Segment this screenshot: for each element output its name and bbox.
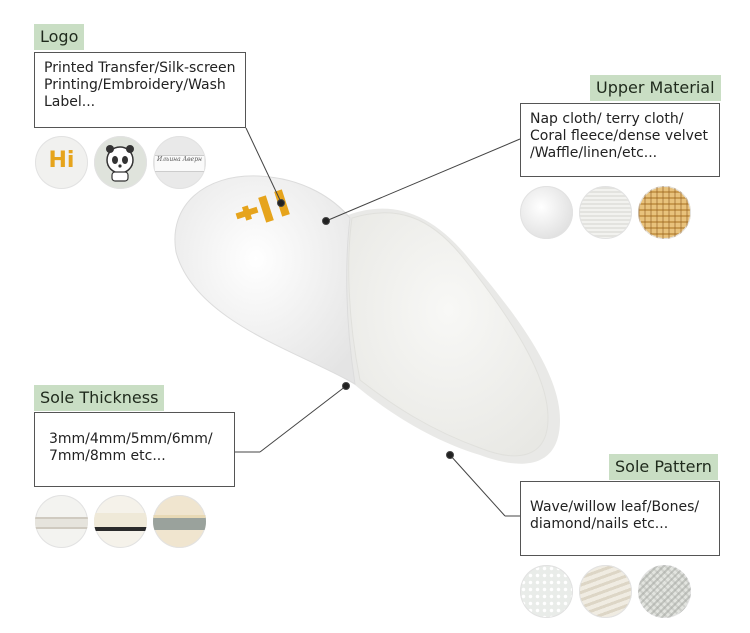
sole-thickness-label: Sole Thickness <box>34 385 165 411</box>
logo-callout-dot <box>277 199 285 207</box>
slipper-upper <box>174 175 356 385</box>
upper-swatch-linen <box>638 186 691 239</box>
sole-thickness-description-line: 7mm/8mm etc... <box>49 448 166 464</box>
sole-pattern-callout-dot <box>446 451 454 459</box>
sole-pattern-swatch-diamond <box>638 565 691 618</box>
upper-material-label: Upper Material <box>590 75 721 101</box>
sole-thickness-swatch-thick <box>153 495 206 548</box>
sole-thickness-description-box: 3mm/4mm/5mm/6mm/ 7mm/8mm etc... <box>34 412 235 487</box>
sole-pattern-swatch-dots <box>520 565 573 618</box>
sole-thickness-description-line: 3mm/4mm/5mm/6mm/ <box>49 431 213 447</box>
logo-description-line: Printed Transfer/Silk-screen <box>44 60 236 76</box>
upper-material-description-line: Coral fleece/dense velvet <box>530 128 708 144</box>
upper-material-description-box: Nap cloth/ terry cloth/ Coral fleece/den… <box>520 103 720 177</box>
logo-description-line: Label... <box>44 94 96 110</box>
logo-label: Logo <box>34 24 85 50</box>
sole-pattern-swatch-wave <box>579 565 632 618</box>
upper-material-description-line: Nap cloth/ terry cloth/ <box>530 111 684 127</box>
logo-swatch-text: Hi <box>48 148 75 173</box>
sole-thickness-swatch-thin <box>35 495 88 548</box>
panda-icon <box>106 145 134 182</box>
logo-swatch-embroidery: Hi <box>35 136 88 189</box>
logo-description-line: Printing/Embroidery/Wash <box>44 77 226 93</box>
logo-swatch-wash-label: Ильина Аверн <box>153 136 206 189</box>
upper-swatch-nap-cloth <box>520 186 573 239</box>
sole-pattern-description-line: Wave/willow leaf/Bones/ <box>530 499 700 515</box>
sole-pattern-description-box: Wave/willow leaf/Bones/ diamond/nails et… <box>520 481 720 556</box>
logo-swatch-label-text: Ильина Аверн <box>157 156 202 163</box>
slipper-insole <box>348 212 549 457</box>
logo-swatch-print <box>94 136 147 189</box>
sole-pattern-label: Sole Pattern <box>609 454 718 480</box>
upper-swatch-terry-cloth <box>579 186 632 239</box>
sole-thickness-callout-dot <box>342 382 350 390</box>
sole-pattern-description-line: diamond/nails etc... <box>530 516 669 532</box>
upper-material-description-line: /Waffle/linen/etc... <box>530 145 658 161</box>
sole-thickness-swatch-medium <box>94 495 147 548</box>
logo-description-box: Printed Transfer/Silk-screen Printing/Em… <box>34 52 246 128</box>
upper-callout-dot <box>322 217 330 225</box>
